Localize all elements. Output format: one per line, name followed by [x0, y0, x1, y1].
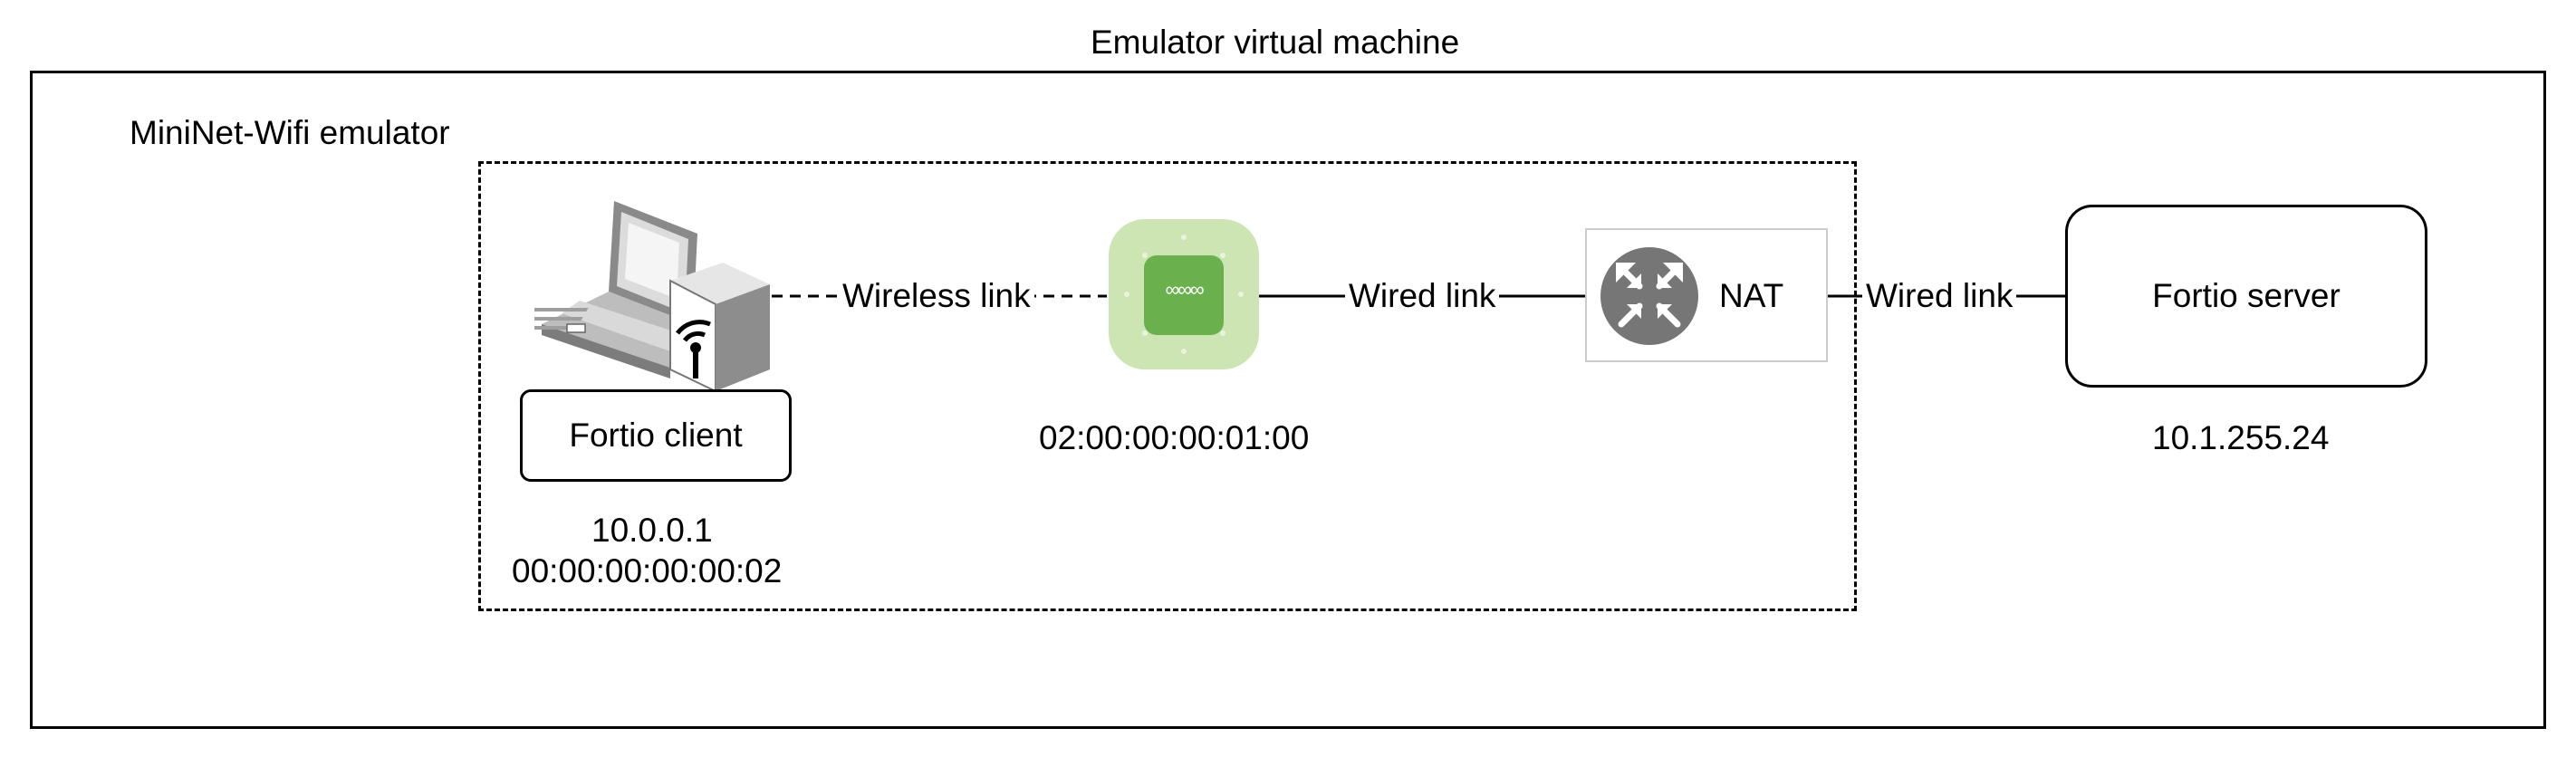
access-point-dots [1124, 235, 1244, 354]
nat-box [1585, 228, 1828, 362]
router-icon [1600, 247, 1698, 345]
access-point-mac: 02:00:00:00:01:00 [1039, 419, 1310, 456]
client-mac: 00:00:00:00:00:02 [512, 552, 783, 589]
access-point-core [1144, 255, 1224, 335]
wireless-link-label: Wireless link [839, 277, 1034, 316]
vm-title: Emulator virtual machine [1091, 24, 1460, 61]
wired-link-label-ap-nat: Wired link [1345, 277, 1500, 316]
fortio-server-box: Fortio server [2065, 205, 2427, 388]
access-point-glyph: ∞∞∞ [1165, 278, 1204, 301]
fortio-client-box: Fortio client [520, 389, 792, 482]
fortio-server-label: Fortio server [2152, 276, 2341, 314]
client-ip: 10.0.0.1 [591, 512, 713, 549]
laptop-with-wireless-station-icon [534, 201, 770, 393]
wired-link-label-nat-server: Wired link [1862, 277, 2017, 316]
mininet-wifi-boundary [478, 161, 1857, 611]
emulator-vm-boundary [30, 71, 2546, 729]
server-ip: 10.1.255.24 [2152, 419, 2330, 456]
nat-label: NAT [1719, 277, 1784, 314]
emulator-title: MiniNet-Wifi emulator [130, 114, 450, 151]
fortio-client-label: Fortio client [569, 416, 743, 454]
